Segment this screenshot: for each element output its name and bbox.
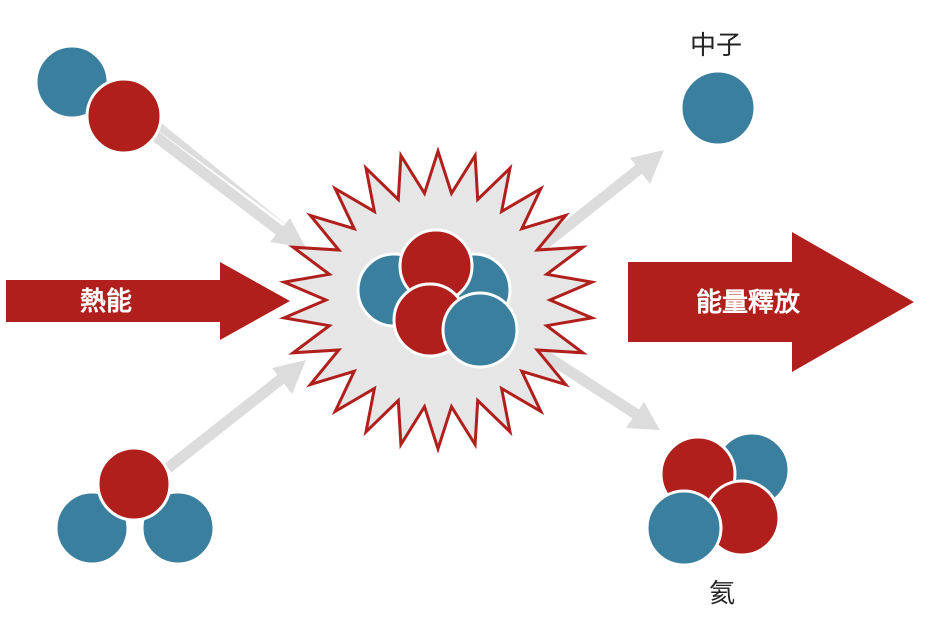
energy-release-arrow xyxy=(628,232,914,372)
output-neutron xyxy=(679,69,757,147)
neutron-label: 中子 xyxy=(690,31,742,61)
helium-label: 氦 xyxy=(709,579,735,609)
tritium-nucleus xyxy=(54,446,216,566)
heat-energy-label: 熱能 xyxy=(80,286,132,317)
arrow-tritium-in xyxy=(164,360,306,473)
arrow-helium-out xyxy=(537,347,660,430)
neutron-particle xyxy=(645,489,723,567)
helium-nucleus xyxy=(645,431,791,567)
energy-release-label: 能量釋放 xyxy=(696,287,801,318)
proton-particle xyxy=(96,446,172,522)
fusing-nucleus xyxy=(356,228,519,369)
proton-particle xyxy=(85,77,163,155)
arrow-neutron-out xyxy=(536,150,664,253)
heat-energy-arrow xyxy=(6,262,290,340)
deuterium-nucleus xyxy=(34,44,163,155)
neutron-particle xyxy=(441,291,519,369)
arrow-deuterium-in xyxy=(146,122,306,248)
